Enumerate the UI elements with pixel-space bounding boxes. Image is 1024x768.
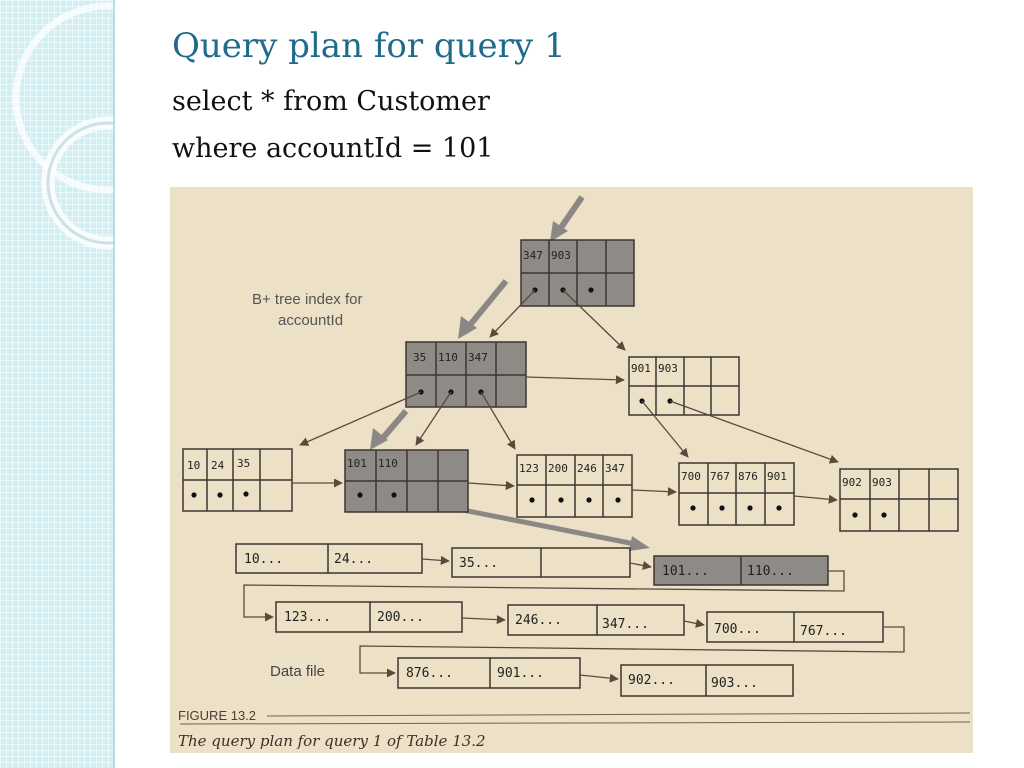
level1-right-key-1: 901 [631,362,651,375]
leaf-node-1: 10 24 35 [182,448,293,512]
search-path-arrow-level1 [458,279,509,339]
decorative-side-strip [0,0,115,768]
leaf-3-key-2: 200 [548,462,568,475]
leaf-2-key-2: 110 [378,457,398,470]
decorative-rings [12,2,113,250]
leaf-4-key-2: 767 [710,470,730,483]
data-block-6: 700... 767... [706,611,884,643]
b-plus-tree-figure: B+ tree index for accountId 347 903 [170,187,973,753]
leaf-3-key-1: 123 [519,462,539,475]
data-block-5-record-1: 246... [515,613,562,628]
root-key-2: 903 [551,249,571,262]
query-line-select: select * from Customer [172,86,490,117]
data-block-3-record-1: 101... [662,564,709,579]
data-file-label: Data file [270,663,325,680]
tree-node-level1-right: 901 903 [628,356,740,416]
data-block-8-record-1: 902... [628,673,675,688]
figure-caption-text: The query plan for query 1 of Table 13.2 [178,732,486,750]
data-block-1: 10... 24... [235,543,423,574]
leaf-5-key-2: 903 [872,476,892,489]
data-block-8: 902... 903... [620,664,794,697]
leaf-1-key-2: 24 [211,459,225,472]
leaf-1-key-3: 35 [237,457,250,470]
data-block-3: 101... 110... [653,555,829,586]
data-block-4: 123... 200... [275,601,463,633]
b-plus-tree-diagram: B+ tree index for accountId 347 903 [178,195,971,750]
tree-node-level1-left: 35 110 347 [405,341,527,408]
data-block-2-record-1: 35... [459,556,498,571]
data-file-chain [243,555,905,683]
data-block-7-record-1: 876... [406,666,453,681]
tree-node-root: 347 903 [520,239,635,307]
data-block-6-record-1: 700... [714,622,761,637]
search-path-arrow-root [550,195,585,242]
leaf-node-2: 101 110 [344,449,469,513]
query-line-where: where accountId = 101 [172,133,494,164]
search-path-arrow-leaf [370,409,409,450]
level1-left-key-3: 347 [468,351,488,364]
data-block-7: 876... 901... [397,657,581,689]
data-block-1-record-1: 10... [244,552,283,567]
figure-caption-number: FIGURE 13.2 [178,708,256,723]
leaf-node-4: 700 767 876 901 [678,462,795,526]
data-block-1-record-2: 24... [334,552,373,567]
leaf-4-key-3: 876 [738,470,758,483]
level1-left-key-1: 35 [413,351,426,364]
level1-left-key-2: 110 [438,351,458,364]
leaf-2-key-1: 101 [347,457,367,470]
tree-pointers [292,289,839,504]
data-block-5-record-2: 347... [602,617,649,632]
leaf-node-3: 123 200 246 347 [516,454,633,518]
leaf-node-5: 902 903 [839,468,959,532]
data-block-6-record-2: 767... [800,624,847,639]
level1-right-key-2: 903 [658,362,678,375]
leaf-3-key-4: 347 [605,462,625,475]
leaf-4-key-1: 700 [681,470,701,483]
data-block-4-record-2: 200... [377,610,424,625]
leaf-3-key-3: 246 [577,462,597,475]
leaf-5-key-1: 902 [842,476,862,489]
slide-title: Query plan for query 1 [172,26,566,66]
data-block-2: 35... [451,547,631,578]
data-block-8-record-2: 903... [711,676,758,691]
data-block-3-record-2: 110... [747,564,794,579]
leaf-4-key-4: 901 [767,470,787,483]
data-block-7-record-2: 901... [497,666,544,681]
index-label-line-1: B+ tree index for [252,291,362,308]
leaf-1-key-1: 10 [187,459,200,472]
index-label-line-2: accountId [278,312,343,329]
data-block-4-record-1: 123... [284,610,331,625]
root-key-1: 347 [523,249,543,262]
data-block-5: 246... 347... [507,604,685,636]
